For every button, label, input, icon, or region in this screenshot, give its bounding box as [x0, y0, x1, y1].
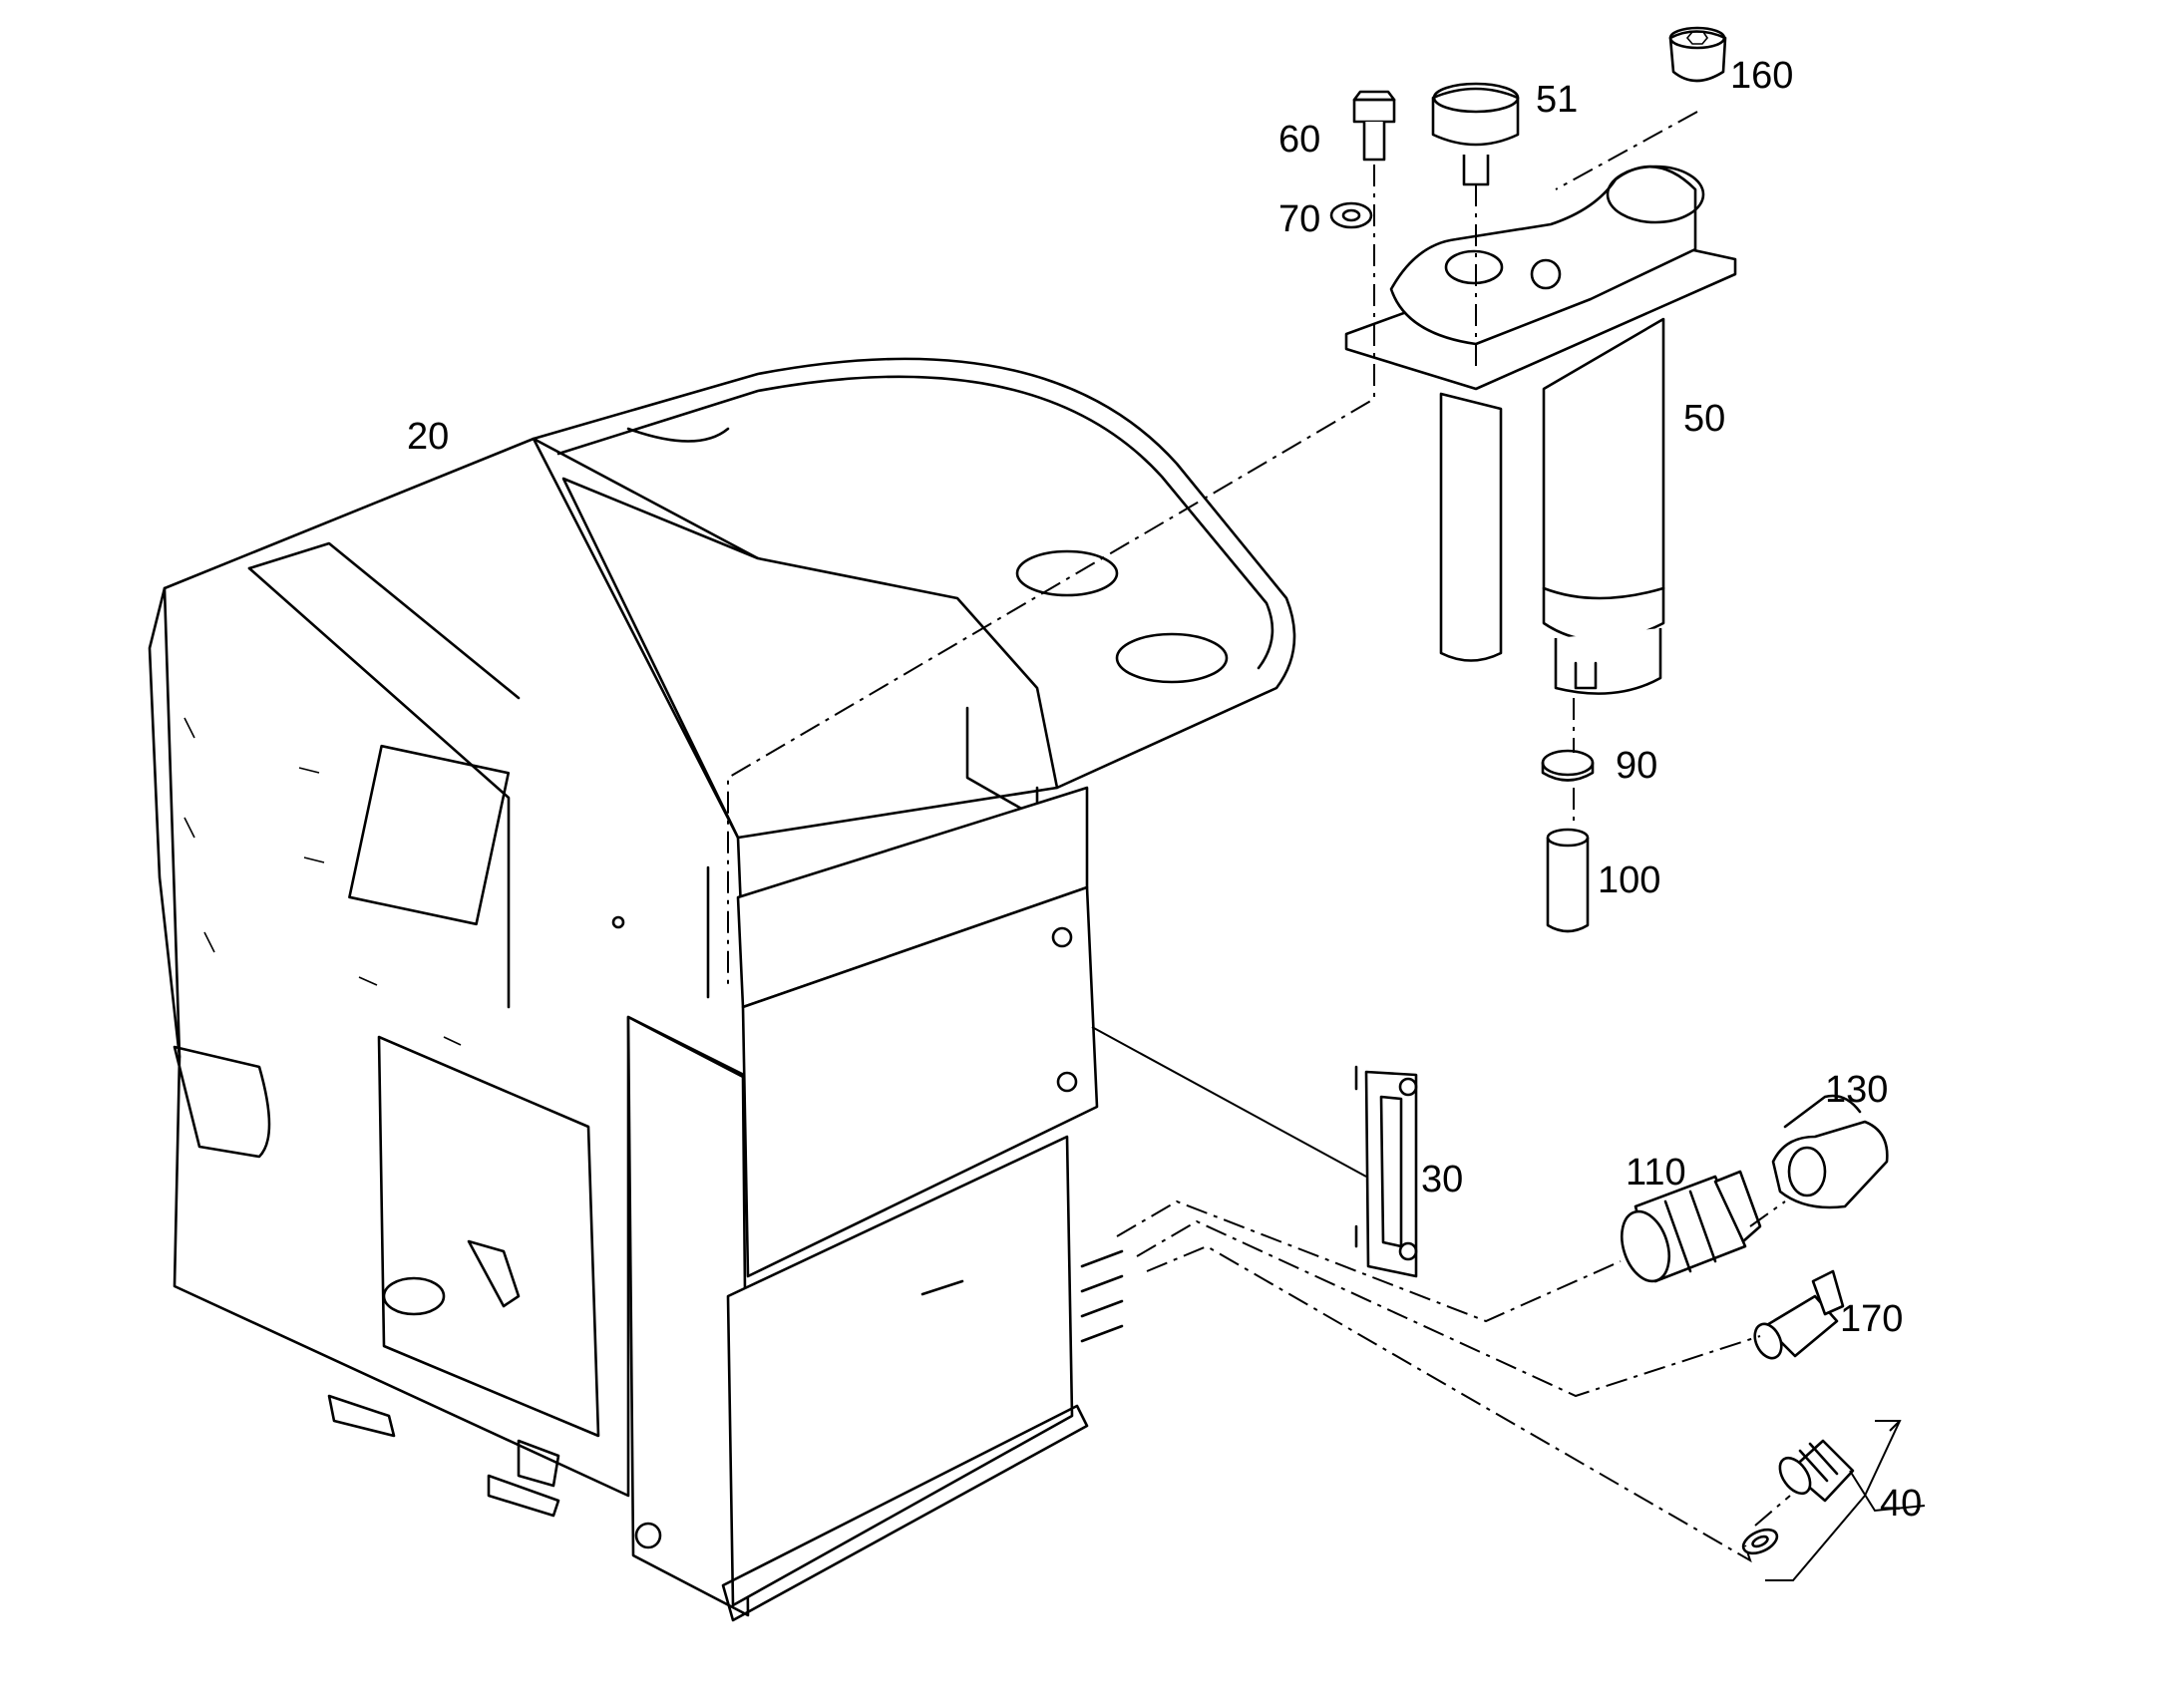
bolt-60 [1352, 90, 1396, 162]
elbow-130 [1771, 1094, 1889, 1209]
label-part-170: 170 [1840, 1298, 1903, 1340]
clamp-90 [1541, 749, 1595, 782]
label-part-51: 51 [1536, 79, 1578, 121]
hose-100 [1546, 828, 1590, 933]
label-part-110: 110 [1626, 1152, 1686, 1194]
tank-module [1344, 165, 1737, 695]
leader-lines [727, 111, 1926, 1581]
sight-glass-30 [1354, 1065, 1418, 1278]
label-part-160: 160 [1730, 55, 1793, 97]
plug-40 [1741, 1439, 1855, 1555]
label-part-50: 50 [1683, 398, 1725, 440]
label-part-90: 90 [1616, 745, 1657, 787]
fitting-170 [1753, 1269, 1845, 1360]
label-part-30: 30 [1421, 1159, 1463, 1200]
label-part-40: 40 [1880, 1483, 1922, 1525]
label-part-20: 20 [407, 416, 449, 458]
label-part-60: 60 [1278, 119, 1320, 161]
washer-70 [1329, 201, 1373, 229]
frame-housing [148, 357, 1296, 1622]
label-part-70: 70 [1278, 198, 1320, 240]
label-part-100: 100 [1598, 859, 1660, 901]
label-part-130: 130 [1825, 1069, 1888, 1111]
part-labels: 20 30 40 50 51 60 70 90 100 110 130 160 … [407, 55, 1922, 1525]
coupling-110 [1621, 1170, 1762, 1283]
plug-160 [1668, 26, 1727, 83]
cap-51 [1431, 82, 1520, 186]
